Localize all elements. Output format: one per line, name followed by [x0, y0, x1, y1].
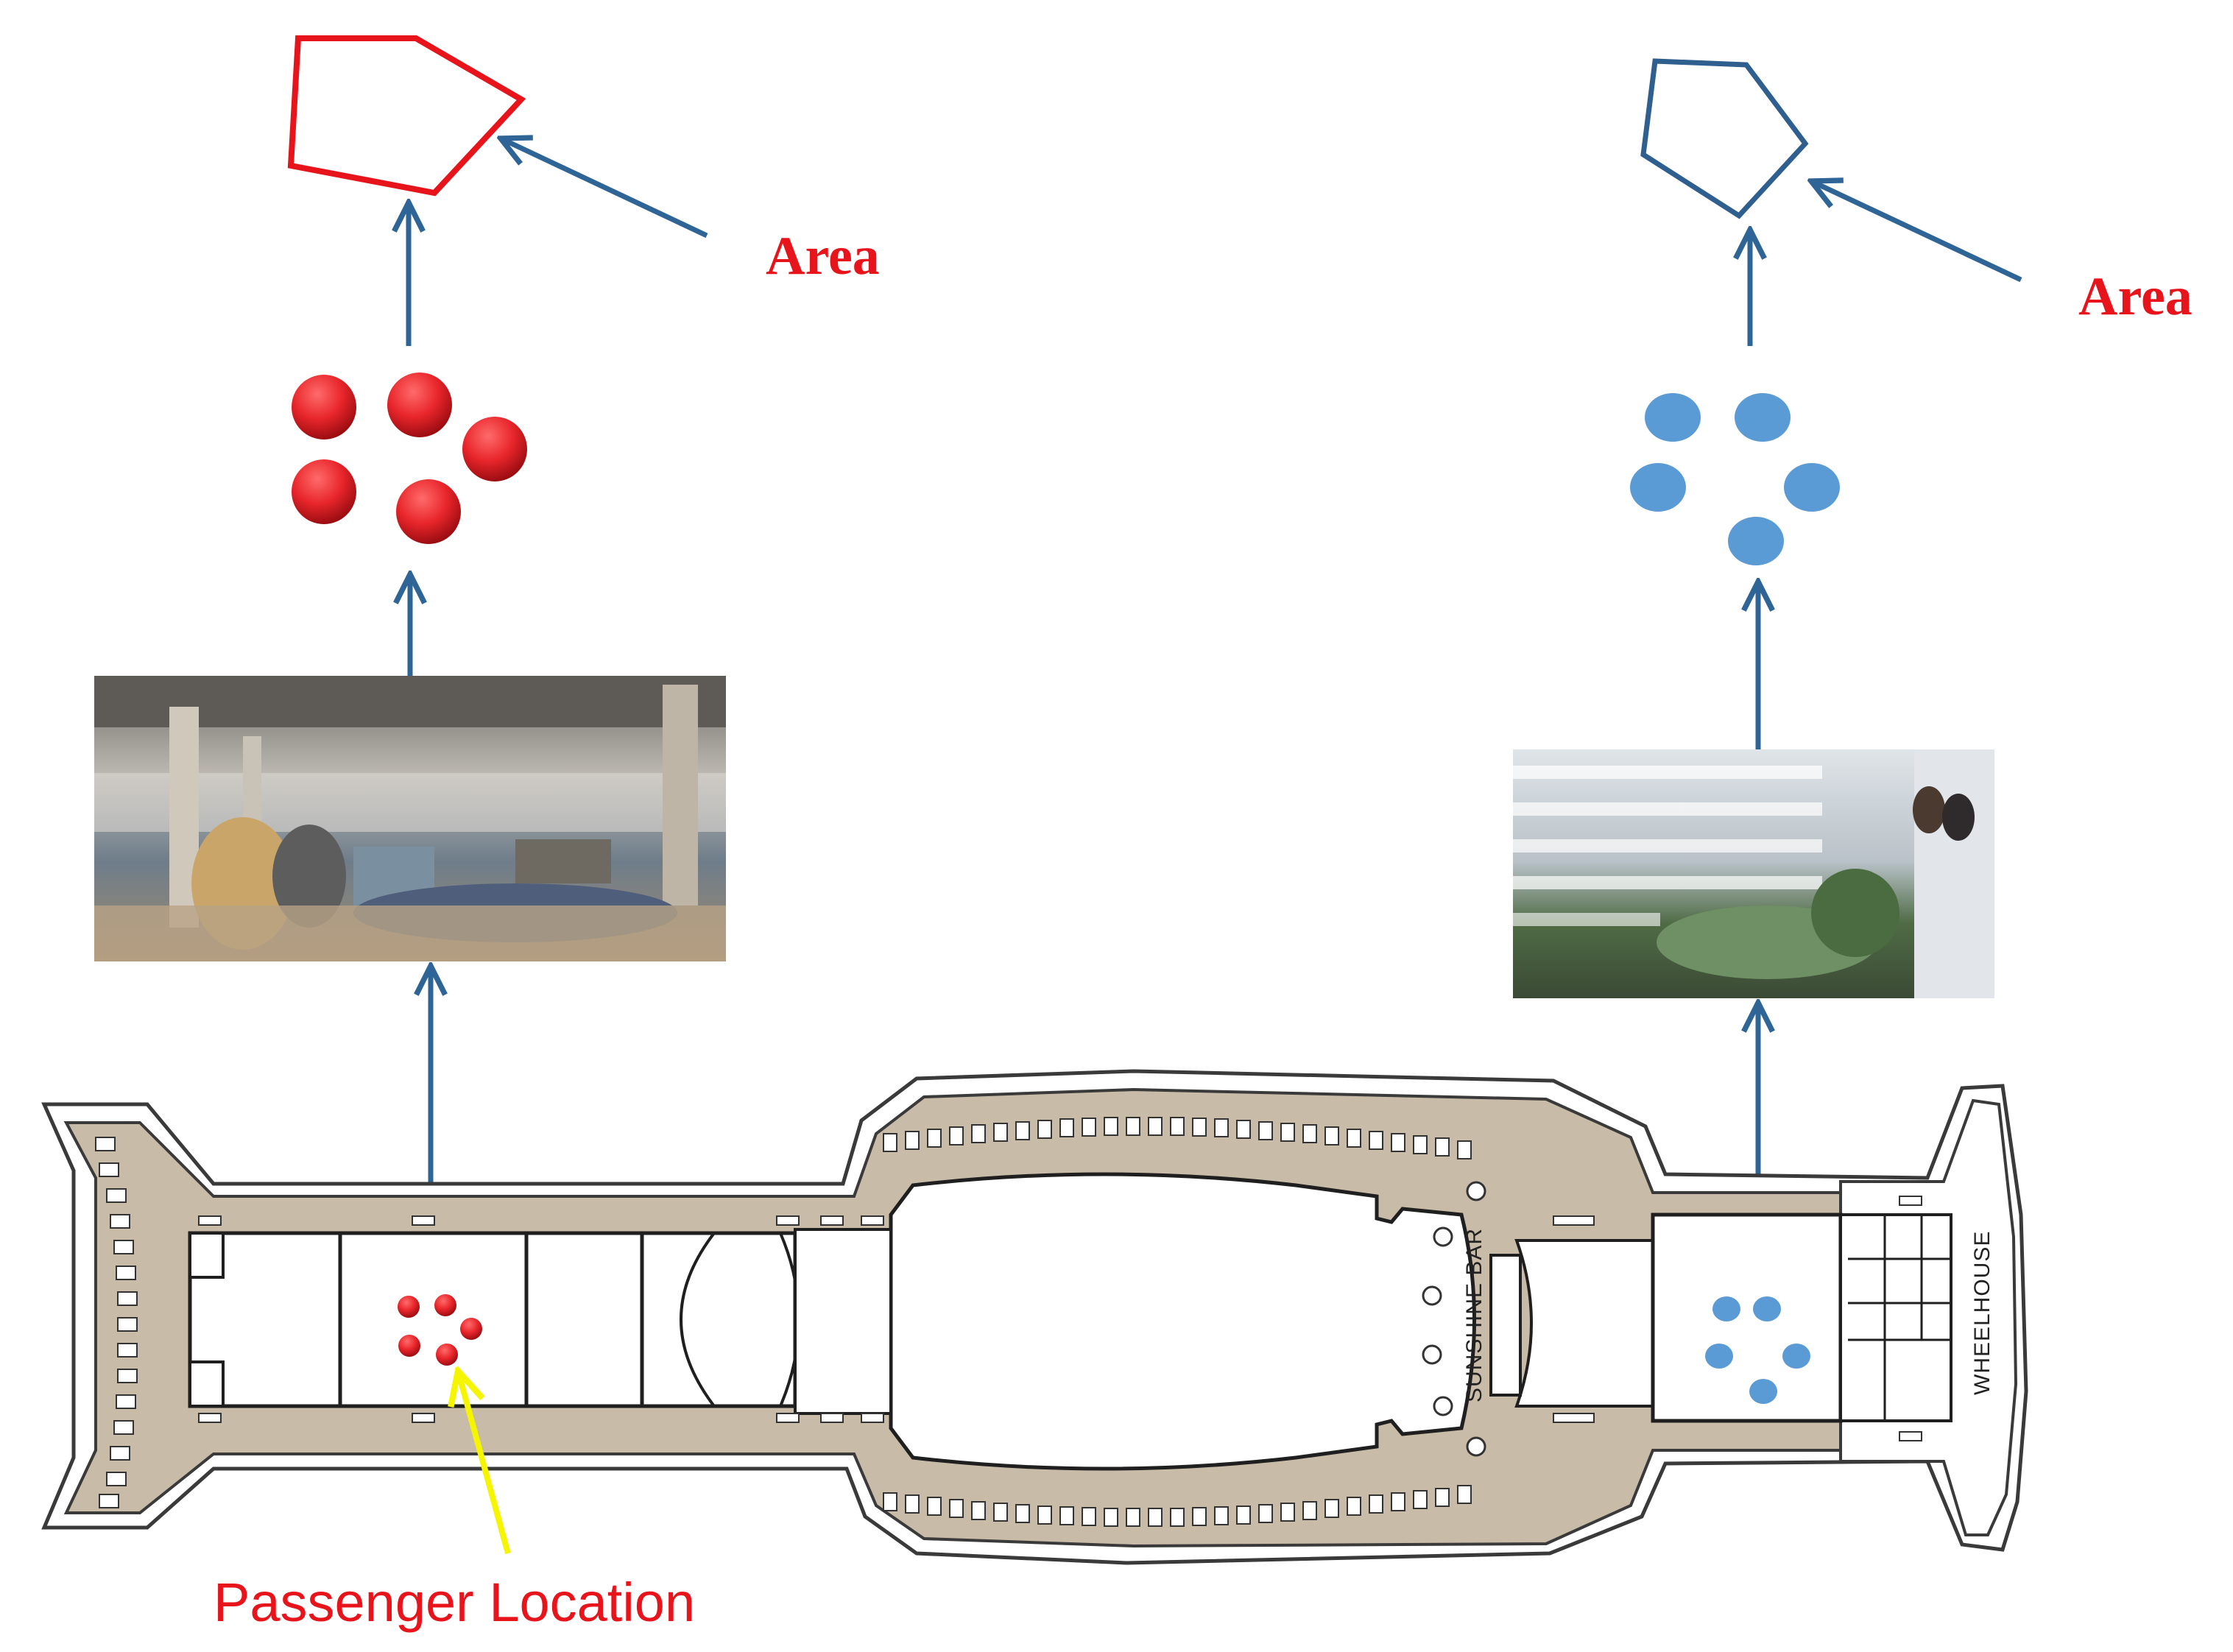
area-label-right: Area — [2078, 266, 2193, 327]
atrium-photo — [1513, 749, 1994, 998]
area-pointer-arrow-left — [501, 138, 708, 239]
deck-passenger-dots-red — [398, 1294, 482, 1366]
passenger-location-pointer — [458, 1371, 511, 1555]
area-pointer-arrow-right — [1811, 181, 2022, 283]
passenger-cluster-red — [292, 373, 527, 544]
area-pentagon-blue — [1640, 58, 1809, 219]
lounge-photo — [94, 676, 726, 961]
ship-deck-plan: SUNSHINE BAR WHEELHOUSE — [41, 1069, 2028, 1565]
passenger-cluster-blue — [1630, 393, 1840, 565]
passenger-location-label: Passenger Location — [214, 1572, 695, 1633]
deck-passenger-dots-blue — [1705, 1296, 1810, 1404]
area-pentagon-red — [287, 35, 526, 197]
deck-label-wheelhouse: WHEELHOUSE — [1970, 1231, 1994, 1395]
deck-label-sunshine-bar: SUNSHINE BAR — [1462, 1228, 1486, 1402]
area-label-left: Area — [766, 226, 880, 286]
